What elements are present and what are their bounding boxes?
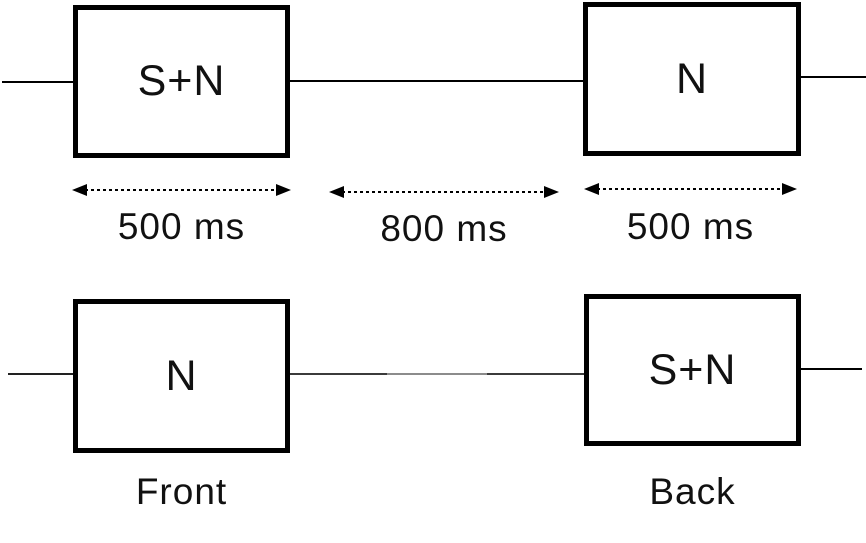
top-right-trail-line [801, 76, 866, 78]
arrowhead-right-icon [544, 186, 559, 198]
bottom-right-trail-line [801, 368, 862, 370]
arrowhead-left-icon [329, 186, 344, 198]
arrowhead-left-icon [72, 184, 87, 196]
box-top-left-label: S+N [137, 57, 226, 105]
duration-label-left: 500 ms [117, 206, 246, 247]
top-middle-line [290, 80, 583, 82]
arrowhead-left-icon [584, 183, 599, 195]
arrowhead-right-icon [782, 183, 797, 195]
duration-label-middle: 800 ms [380, 208, 508, 249]
box-bottom-right-label: S+N [648, 345, 737, 394]
box-bottom-left-label: N [165, 351, 198, 400]
top-left-lead-line [2, 81, 73, 83]
box-bottom-left: N [73, 299, 290, 453]
arrowhead-right-icon [276, 184, 291, 196]
caption-back: Back [649, 471, 736, 512]
box-top-right-label: N [675, 54, 709, 103]
box-top-right: N [583, 2, 801, 156]
duration-arrow-left [72, 184, 291, 196]
duration-label-right: 500 ms [626, 206, 755, 247]
duration-arrow-right [584, 183, 797, 195]
box-bottom-right: S+N [584, 294, 801, 446]
box-top-left: S+N [73, 5, 290, 158]
duration-arrow-middle [329, 186, 559, 198]
caption-front: Front [135, 471, 228, 512]
bottom-left-lead-line [8, 373, 73, 375]
bottom-middle-line [290, 373, 584, 375]
